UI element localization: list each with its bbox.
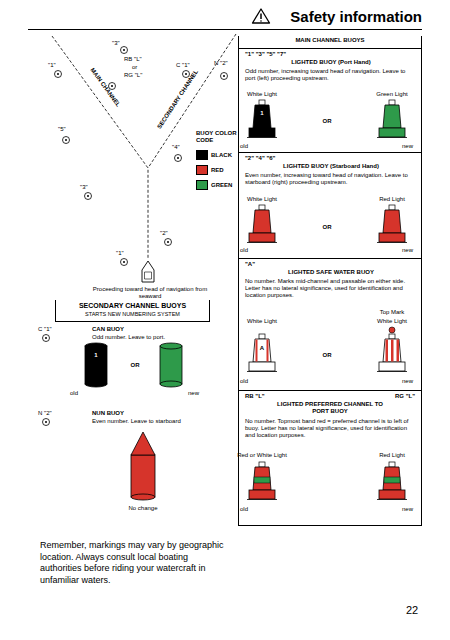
channel-lines: [52, 34, 236, 258]
note: old: [240, 247, 248, 254]
buoy-number: 1: [257, 110, 267, 117]
buoy-number: RB "L": [124, 56, 142, 63]
buoy-number: "4": [172, 144, 180, 151]
legend-swatch: [196, 180, 208, 190]
node-text: Even number, increasing toward head of n…: [245, 172, 417, 186]
buoy-number: C "1": [38, 326, 52, 333]
buoy-number: "2": [160, 230, 168, 237]
legend-entry: RED: [196, 165, 236, 177]
header: [28, 9, 422, 30]
can-buoys: [85, 343, 182, 387]
node-heading: RB "L": [245, 393, 305, 400]
light-label: Green Light: [367, 91, 417, 98]
node-text: LIGHTED SAFE WATER BUOY: [245, 269, 417, 276]
legend-swatch: [196, 150, 208, 160]
body-text: Remember, markings may vary by geographi…: [40, 540, 230, 586]
buoy-number: "1": [48, 62, 56, 69]
legend-text: RED: [211, 167, 224, 174]
buoy-number: C "1": [176, 62, 190, 69]
page-title: Safety information: [272, 8, 422, 26]
note: Proceeding toward head of navigation fro…: [91, 286, 209, 300]
boat: [142, 261, 154, 282]
node-text: RG "L": [355, 393, 415, 400]
buoy-number: N "2": [214, 60, 228, 67]
buoy-section: "1" "3" "5" "7"LIGHTED BUOY (Port Hand) O…: [239, 48, 421, 152]
node-text: LIGHTED BUOY (Starboard Hand): [245, 163, 417, 170]
note: old: [240, 506, 248, 513]
secondary-box: SECONDARY CHANNEL BUOYSSTARTS NEW NUMBER…: [55, 300, 210, 322]
note: old: [240, 143, 248, 150]
nun-buoy: [131, 432, 155, 500]
node-heading: "A": [245, 261, 325, 268]
page-number: 22: [406, 604, 418, 617]
note: new: [402, 378, 413, 385]
channel-label: SECONDARY CHANNEL: [151, 62, 204, 138]
note: or: [132, 64, 137, 71]
node-text: No number. Topmost band red = preferred …: [245, 418, 417, 439]
buoy-number: "5": [58, 126, 66, 133]
buoy-number: "3": [80, 184, 88, 191]
light-label: Red Light: [367, 196, 417, 203]
legend-text: GREEN: [211, 182, 232, 189]
buoy-number: A: [257, 345, 267, 352]
legend-entry: GREEN: [196, 180, 236, 192]
note: OR: [125, 362, 145, 369]
buoy-number: 1: [90, 352, 102, 359]
light-label: Top Mark: [367, 309, 417, 316]
node-text: Odd number, increasing toward head of na…: [245, 68, 417, 82]
light-label: White Light: [367, 318, 417, 325]
note: OR: [317, 118, 337, 125]
note: new: [402, 143, 413, 150]
note: old: [240, 378, 248, 385]
buoy-name: CAN BUOY: [92, 326, 124, 333]
light-label: Red Light: [367, 452, 417, 459]
buoy-number: "3": [112, 40, 120, 47]
note: Odd number. Leave to port.: [92, 334, 165, 341]
note: OR: [317, 352, 337, 359]
node-text: LIGHTED BUOY (Port Hand): [245, 59, 417, 66]
note: new: [402, 247, 413, 254]
note: new: [188, 390, 199, 397]
legend-title: BUOY COLOR CODE: [196, 130, 238, 144]
note: new: [402, 506, 413, 513]
node-text: STARTS NEW NUMBERING SYSTEM: [59, 311, 206, 318]
node-heading: SECONDARY CHANNEL BUOYS: [59, 302, 206, 311]
node-heading: "1" "3" "5" "7": [245, 51, 325, 58]
channel-label: MAIN CHANNEL: [83, 60, 126, 116]
legend-entry: BLACK: [196, 150, 236, 162]
light-label: White Light: [237, 318, 287, 325]
legend-text: BLACK: [211, 152, 232, 159]
channel-markers: [43, 47, 228, 426]
buoy-number: "1": [116, 250, 124, 257]
light-label: White Light: [237, 91, 287, 98]
buoy-number: RG "L": [124, 72, 142, 79]
note: No change: [113, 505, 173, 512]
buoy-name: NUN BUOY: [92, 410, 124, 417]
light-label: Red or White Light: [225, 452, 299, 459]
note: OR: [317, 224, 337, 231]
node-heading: "2" "4" "6": [245, 155, 325, 162]
legend-swatch: [196, 165, 208, 175]
node-text: LIGHTED PREFERRED CHANNEL TO PORT BUOY: [270, 401, 390, 415]
buoy-section: "2" "4" "6"LIGHTED BUOY (Starboard Hand)…: [239, 152, 421, 258]
buoy-number: N "2": [38, 410, 52, 417]
note: Even number. Leave to starboard: [92, 418, 181, 425]
note: old: [70, 390, 78, 397]
node-heading: MAIN CHANNEL BUOYS: [239, 37, 421, 44]
node-text: No number. Marks mid-channel and passabl…: [245, 278, 417, 299]
light-label: White Light: [237, 196, 287, 203]
